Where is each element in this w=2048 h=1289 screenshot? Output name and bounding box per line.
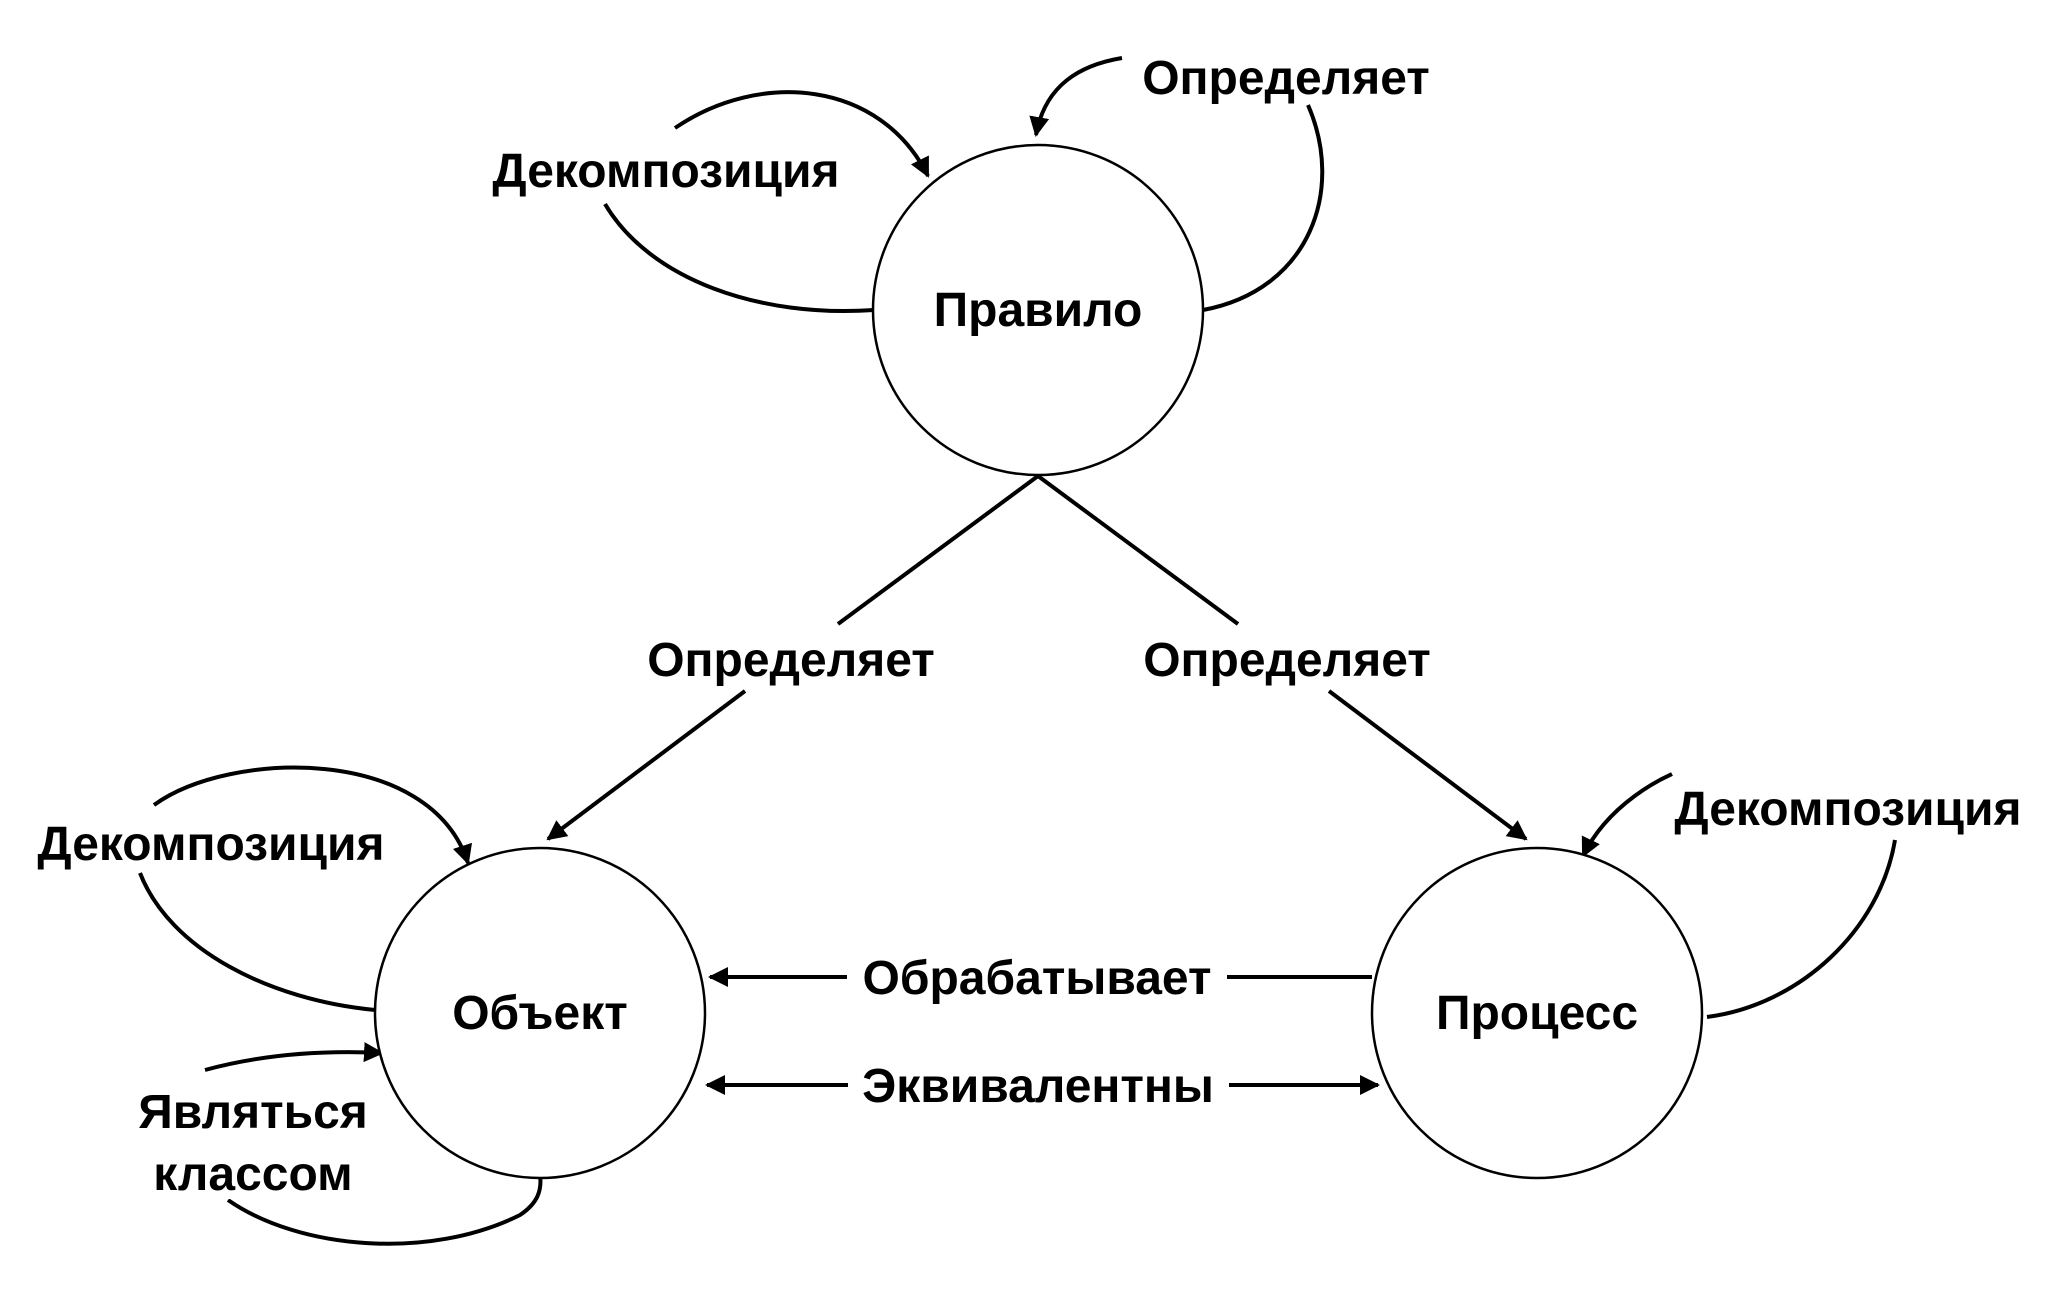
loop-rule-defines-upper (1029, 56, 1123, 137)
loop-object-class-lower (226, 1174, 543, 1246)
loop-process-decomposition-label: Декомпозиция (1674, 783, 2021, 836)
edge-process-self-decomposition: Декомпозиция (1581, 772, 2028, 1019)
edge-label-background (856, 954, 1218, 1003)
edge-rule-self-decomposition: Декомпозиция (486, 90, 930, 313)
edge-equivalent-label: Эквивалентны (862, 1060, 1214, 1113)
edge-label-background (486, 147, 846, 196)
edge-object-process-equivalent: Эквивалентны (705, 1060, 1380, 1113)
edge-rule-object-line-upper (836, 474, 1040, 626)
edge-label-background (31, 820, 391, 869)
loop-object-decomposition-upper (152, 765, 472, 865)
loop-process-decomposition-upper (1581, 772, 1673, 858)
loop-object-class-label-line1: Являться (138, 1086, 368, 1139)
loop-rule-defines-lower (1202, 104, 1325, 312)
loop-object-decomposition-lower (138, 872, 376, 1012)
loop-object-class-label-line2: классом (153, 1148, 352, 1201)
loop-rule-decomposition-lower (603, 202, 875, 313)
edge-rule-self-defines: Определяет (1029, 52, 1436, 312)
edge-label-background (132, 1088, 374, 1137)
edge-label-background (856, 1062, 1220, 1111)
edge-label-background (1668, 785, 2028, 834)
node-process-circle (1370, 846, 1704, 1180)
node-object: Объект (373, 846, 707, 1180)
edge-rule-to-object: Определяет (546, 474, 1040, 841)
edge-object-self-decomposition: Декомпозиция (31, 765, 472, 1012)
edge-label-background (1137, 636, 1437, 685)
edge-label-background (147, 1150, 359, 1199)
node-process-label: Процесс (1436, 987, 1638, 1040)
edge-rule-to-process: Определяет (1036, 474, 1528, 841)
edge-rule-object-label: Определяет (647, 634, 935, 687)
node-rule-circle (871, 143, 1205, 477)
node-rule: Правило (871, 143, 1205, 477)
edge-rule-process-label: Определяет (1143, 634, 1431, 687)
node-object-label: Объект (452, 987, 628, 1040)
edge-object-self-class: Являться классом (132, 1042, 543, 1246)
loop-rule-decomposition-label: Декомпозиция (492, 145, 839, 198)
edge-label-background (1136, 54, 1436, 103)
loop-object-decomposition-label: Декомпозиция (37, 818, 384, 871)
node-object-circle (373, 846, 707, 1180)
loop-rule-defines-label: Определяет (1142, 52, 1430, 105)
edge-process-object-label: Обрабатывает (863, 952, 1212, 1005)
edge-label-background (641, 636, 941, 685)
loop-object-class-upper (204, 1042, 384, 1072)
node-process: Процесс (1370, 846, 1704, 1180)
edge-rule-process-line-upper (1036, 474, 1240, 626)
loop-process-decomposition-lower (1706, 839, 1897, 1019)
edge-process-to-object: Обрабатывает (708, 952, 1372, 1005)
node-rule-label: Правило (934, 284, 1143, 337)
loop-rule-decomposition-upper (673, 90, 930, 178)
edge-rule-process-line-lower (1327, 689, 1528, 841)
edge-rule-object-line-lower (546, 689, 747, 841)
